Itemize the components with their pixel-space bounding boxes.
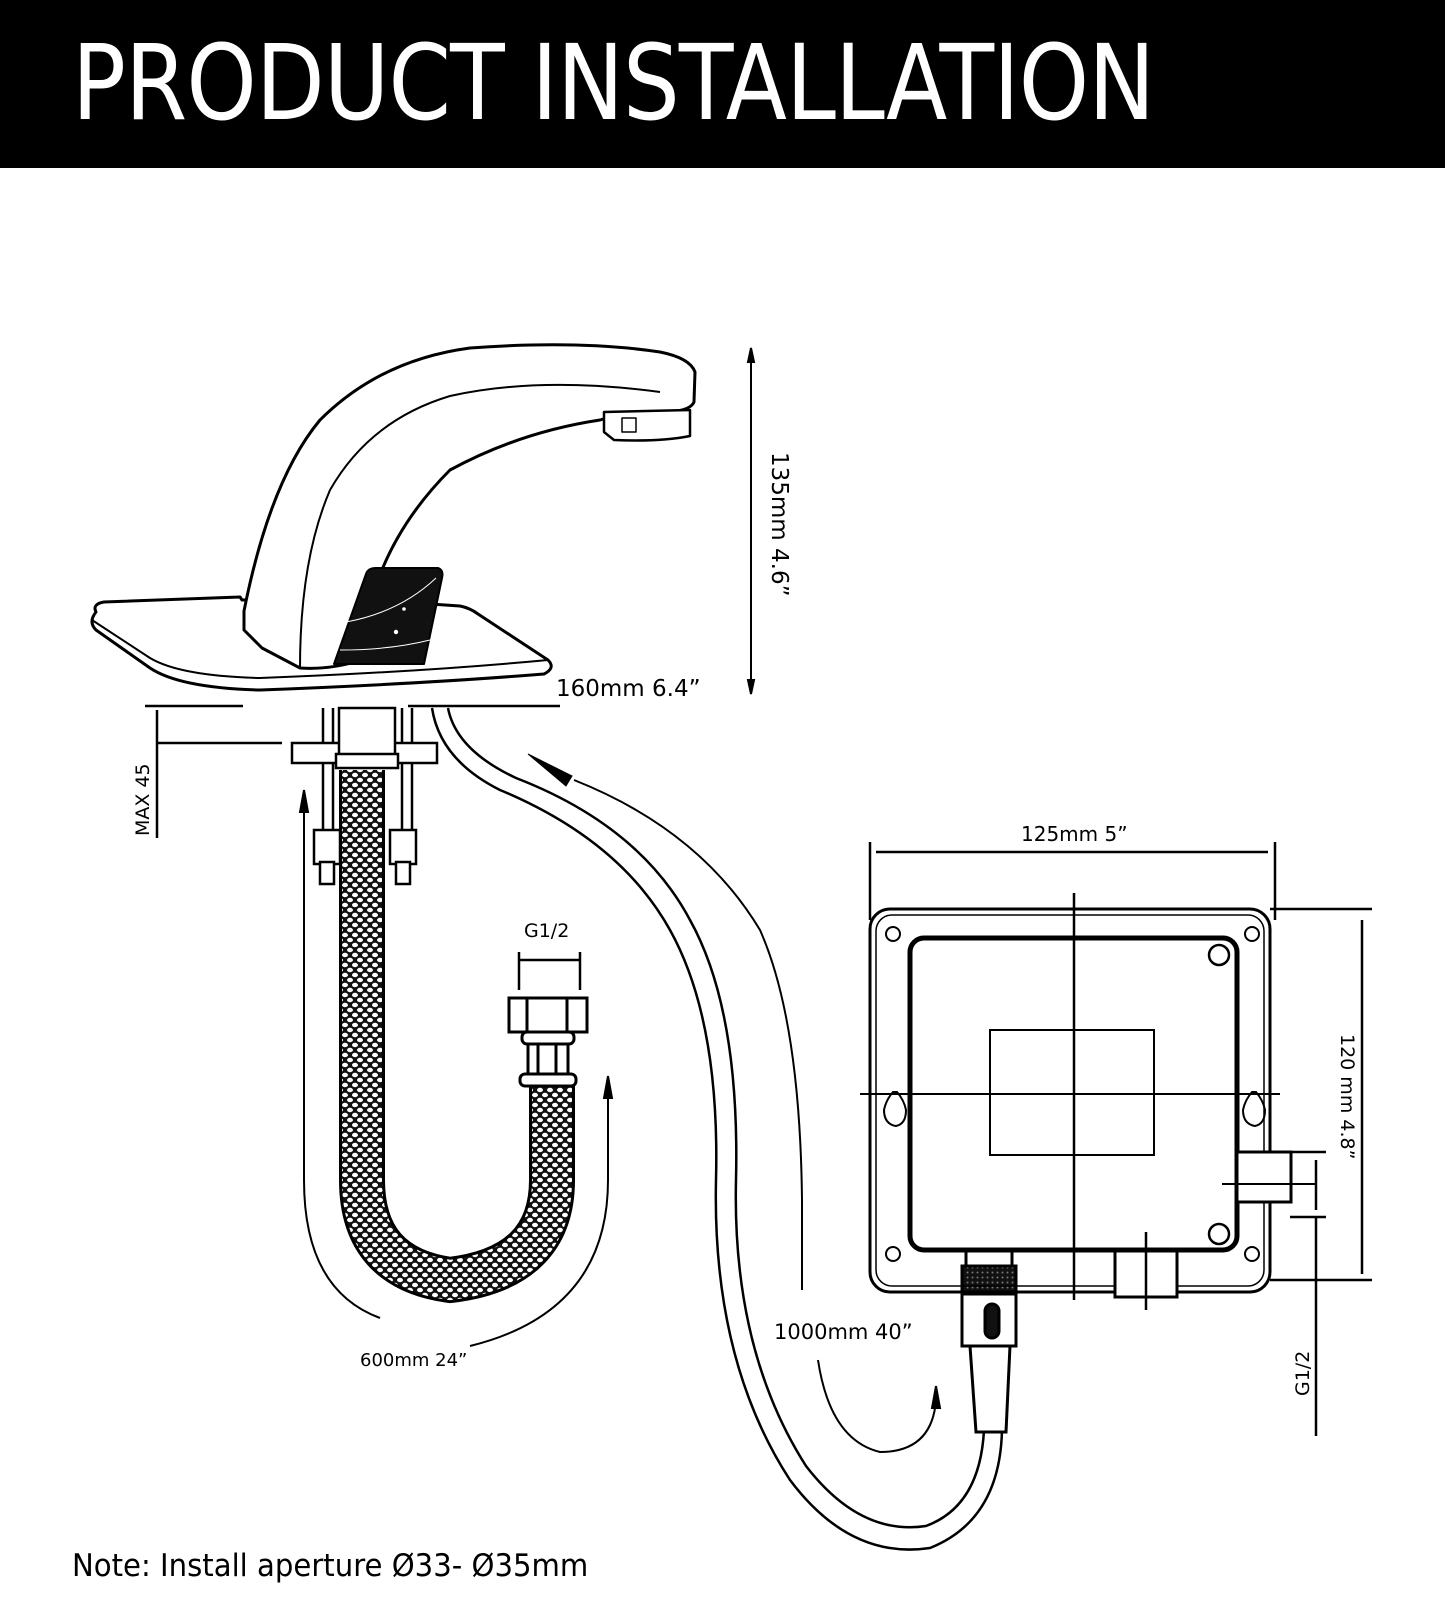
box-height-label: 120 mm 4.8” [1336, 1034, 1358, 1160]
install-aperture-note: Note: Install aperture Ø33- Ø35mm [72, 1548, 589, 1584]
deck-plate-width-label: 160mm 6.4” [556, 676, 701, 702]
box-height-dimension [1270, 907, 1372, 1282]
control-box [860, 893, 1316, 1310]
hose-length-label: 600mm 24” [360, 1350, 468, 1371]
spout [242, 343, 697, 670]
max-thickness-label: MAX 45 [132, 763, 154, 836]
cable-connector [960, 1248, 1018, 1434]
box-width-dimension [868, 842, 1277, 920]
hose-end-fitting [507, 996, 589, 1088]
mounting-hardware [290, 706, 439, 886]
max-thickness-dimension [155, 710, 282, 838]
aerator [602, 408, 692, 442]
sensor-cable [430, 707, 1004, 1551]
faucet-height-label: 135mm 4.6” [766, 452, 792, 597]
cable-length-label: 1000mm 40” [774, 1320, 913, 1344]
header-banner: PRODUCT INSTALLATION [0, 0, 1445, 168]
hose-length-dimension [298, 789, 614, 1347]
faucet-height-dimension [746, 347, 756, 695]
sensor-window [333, 567, 444, 665]
hose-thread-label: G1/2 [524, 920, 570, 942]
page-title: PRODUCT INSTALLATION [72, 22, 1155, 144]
braided-supply-hose [339, 770, 575, 1304]
box-width-label: 125mm 5” [1021, 822, 1128, 846]
cable-length-dimension [527, 753, 942, 1454]
sensor-faucet [90, 343, 697, 692]
outlet-thread-dimension [1290, 1150, 1326, 1436]
outlet-thread-label: G1/2 [1292, 1350, 1314, 1396]
hose-thread-dimension [517, 952, 582, 990]
